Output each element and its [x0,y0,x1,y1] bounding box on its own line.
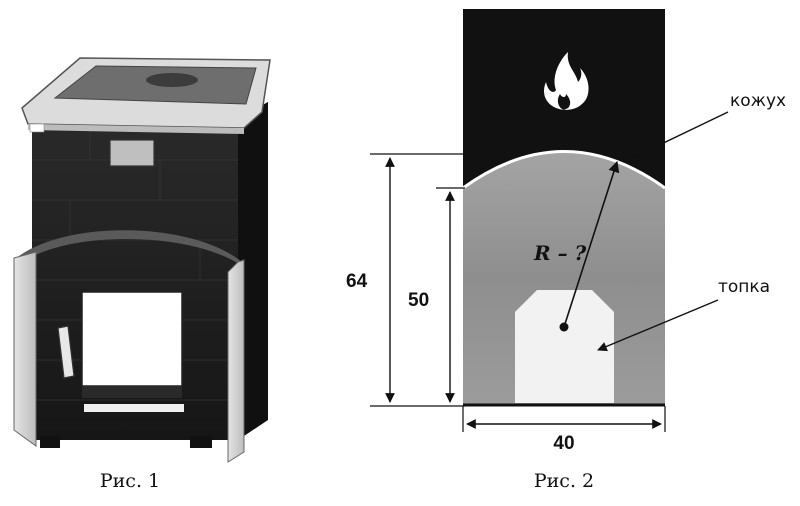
stove-illustration [13,57,271,463]
dimension-width [462,406,666,432]
figure2-caption: Рис. 2 [534,470,594,492]
schematic [462,9,666,407]
casing-leader [625,111,729,162]
firebox-leader [597,299,719,352]
dimension-total-height [370,153,465,407]
radius-label: R – ? [533,241,587,265]
firebox-shape [515,290,614,403]
flame-icon [544,52,589,110]
figure1-caption: Рис. 1 [100,470,160,492]
center-point [559,322,569,332]
dimension-wall-height [436,187,465,403]
casing-label: кожух [730,91,786,111]
casing-arc [462,150,666,190]
dimension-40: 40 [553,433,574,454]
dimension-64: 64 [346,271,368,292]
firebox-label: топка [718,277,770,297]
radius-indicator [559,160,620,332]
dimension-50: 50 [408,290,429,311]
radius-line [563,160,620,328]
